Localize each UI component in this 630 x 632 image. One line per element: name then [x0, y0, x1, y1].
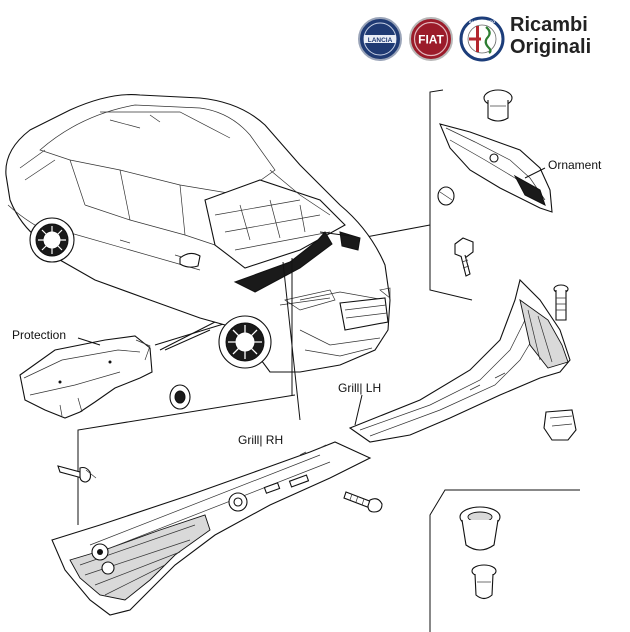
bolt-part	[553, 284, 569, 321]
callout-protection: Protection	[12, 328, 67, 342]
brand-logos: LANCIA FIAT ALFA ROMEO	[358, 16, 505, 62]
grommet-part	[169, 384, 191, 410]
fiat-logo-text: FIAT	[418, 33, 444, 47]
grill-lh-part	[348, 278, 571, 443]
fiat-logo: FIAT	[409, 17, 453, 61]
cap-part	[437, 186, 455, 206]
ornament-part	[439, 123, 553, 213]
brand-title-line2: Originali	[510, 36, 592, 58]
protection-part	[19, 335, 153, 419]
grill-rh-part	[51, 441, 372, 616]
bracket-clip-part	[543, 409, 577, 441]
lancia-logo: LANCIA	[358, 17, 402, 61]
bottom-clip-part	[471, 564, 497, 600]
alfa-romeo-logo-text: ALFA ROMEO	[469, 19, 496, 24]
callout-ornament: Ornament	[548, 158, 602, 172]
bottom-grommet-part	[459, 506, 501, 551]
rear-wheel	[29, 217, 75, 263]
brand-title: Ricambi Originali	[510, 14, 591, 58]
clip-top-part	[483, 89, 513, 122]
push-rivet-part	[57, 465, 97, 483]
screw-part-2	[343, 491, 383, 513]
leader-lines	[159, 258, 301, 421]
callout-grill-lh: Grill| LH	[338, 381, 382, 395]
alfa-romeo-logo: ALFA ROMEO	[459, 16, 505, 62]
screw-part-1	[454, 237, 474, 277]
lancia-logo-text: LANCIA	[368, 37, 393, 44]
frame-lines	[77, 89, 580, 632]
callout-grill-rh: Grill| RH	[238, 433, 284, 447]
brand-title-line1: Ricambi	[510, 14, 588, 36]
front-wheel	[218, 315, 272, 369]
